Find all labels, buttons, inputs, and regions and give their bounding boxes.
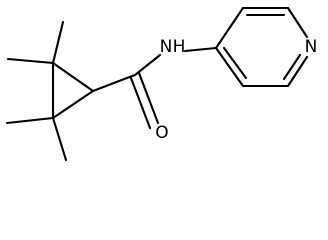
- pyridine-bond-n-c6-outer: [286, 55, 309, 88]
- structure-canvas: N H O N: [5, 6, 318, 162]
- pyridine-bond-c5-c4-inner: [222, 46, 248, 80]
- carbonyl-oxygen-label: O: [155, 123, 168, 143]
- chemical-structure: N H O N: [5, 6, 318, 162]
- ring-bond-c2-c3: [51, 89, 95, 120]
- pyridine-bond-n-c6-inner: [282, 53, 302, 81]
- bond-carbonyl-to-nitrogen: [133, 53, 162, 77]
- methyl-bond-top-right: [51, 20, 65, 65]
- amide-nitrogen-label: N: [160, 37, 173, 57]
- bond-ring-to-carbonyl: [91, 73, 137, 93]
- amide-hydrogen-label: H: [173, 37, 186, 57]
- pyridine-bond-c2-n: [286, 6, 309, 39]
- pyridine-bond-c4-c3: [214, 6, 245, 50]
- carbonyl-double-bond-b: [137, 71, 160, 125]
- pyridine-nitrogen-label: N: [305, 37, 318, 57]
- bond-nitrogen-to-pyridine: [183, 46, 218, 53]
- methyl-bond-top-left: [6, 57, 55, 65]
- carbonyl-double-bond-a: [129, 76, 152, 130]
- ring-bond-c1-c2: [51, 61, 95, 93]
- pyridine-bond-c5-c4-outer: [214, 46, 245, 88]
- methyl-bond-bottom-left: [5, 116, 55, 125]
- methyl-bond-bottom-right: [51, 116, 68, 162]
